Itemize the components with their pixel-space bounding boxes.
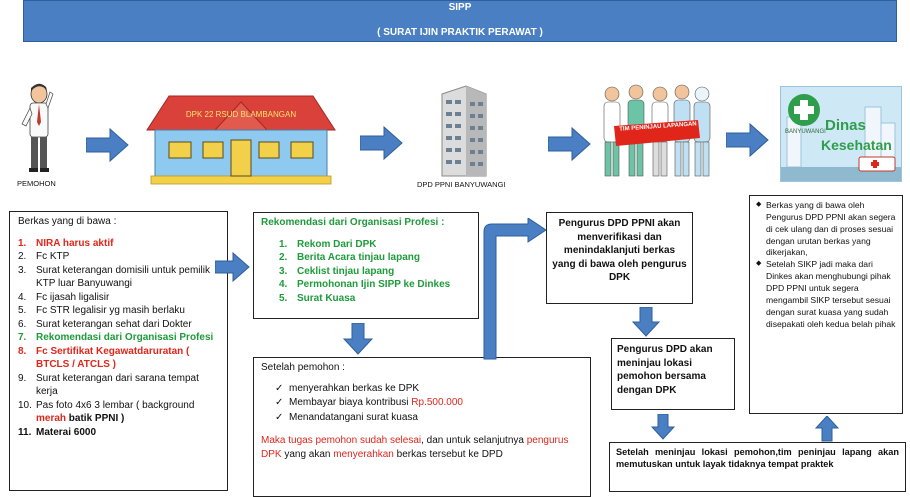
list-item: 2.Fc KTP	[18, 251, 70, 262]
list-item: 4.Fc ijasah ligalisir	[18, 291, 110, 303]
diamond-bullet-icon: ◆	[756, 201, 762, 208]
applicant-completion-text: Maka tugas pemohon sudah selesai, dan un…	[261, 435, 569, 460]
flow-arrow-right	[726, 122, 769, 158]
list-item: ◆Berkas yang di bawa oleh Pengurus DPD P…	[756, 200, 896, 258]
dpk-building-illustration	[146, 95, 336, 185]
decision-box: Setelah meninjau lokasi pemohon,tim peni…	[609, 442, 906, 492]
page-title: SIPP	[448, 2, 472, 13]
list-item: 1.NIRA harus aktif	[18, 237, 114, 249]
flow-arrow-right	[86, 127, 129, 163]
office-building-icon	[441, 85, 487, 177]
verification-box: Pengurus DPD PPNI akan menverifikasi dan…	[546, 212, 693, 304]
list-item: 11.Materai 6000	[18, 426, 97, 438]
list-item: 3.Ceklist tinjau lapang	[279, 265, 395, 277]
list-item: 10.Pas foto 4x6 3 lembar ( background me…	[18, 399, 195, 425]
flow-arrow-up	[815, 416, 839, 442]
list-item: 6.Surat keterangan sehat dari Dokter	[18, 318, 192, 330]
diamond-bullet-icon: ◆	[756, 260, 762, 268]
applicant-checklist: ✓menyerahkan berkas ke DPK ✓Membayar bia…	[261, 382, 583, 425]
required-documents-list: 1.NIRA harus aktif 2.Fc KTP 3.Surat kete…	[18, 237, 219, 440]
list-item: 5.Surat Kuasa	[279, 292, 356, 304]
checkmark-icon: ✓	[275, 382, 284, 394]
flow-arrow-down	[343, 323, 373, 355]
dinkes-title-line1: Dinas	[825, 117, 866, 134]
dpk-building-sign: DPK 22 RSUD BLAMBANGAN	[185, 110, 297, 119]
flow-arrow-down	[651, 414, 675, 440]
list-item: 3.Surat keterangan domisili untuk pemili…	[18, 264, 210, 290]
checklist-item: ✓menyerahkan berkas ke DPK	[275, 382, 420, 394]
site-visit-box: Pengurus DPD akan meninjau lokasi pemoho…	[611, 338, 735, 410]
checkmark-icon: ✓	[275, 397, 284, 408]
flow-arrow-right	[215, 252, 250, 282]
checklist-item: ✓Membayar biaya kontribusi Rp.500.000	[275, 397, 463, 408]
list-item: ◆Setelah SIKP jadi maka dari Dinkes akan…	[756, 259, 896, 329]
dpd-caption: DPD PPNI BANYUWANGI	[417, 180, 506, 189]
list-item: 2.Berita Acara tinjau lapang	[279, 252, 420, 263]
list-item: 7.Rekomendasi dari Organisasi Profesi	[18, 332, 214, 343]
list-item: 1.Rekom Dari DPK	[279, 238, 377, 250]
flow-arrow-right	[548, 126, 591, 162]
flow-arrow-right	[360, 125, 403, 161]
list-item: 9.Surat keterangan dari sarana tempat ke…	[18, 372, 199, 398]
recommendation-list: 1.Rekom Dari DPK 2.Berita Acara tinjau l…	[261, 238, 471, 306]
list-item: 4.Permohonan Ijin SIPP ke Dinkes	[279, 279, 451, 290]
applicant-caption: PEMOHON	[17, 179, 56, 188]
sikp-process-box: ◆Berkas yang di bawa oleh Pengurus DPD P…	[749, 195, 903, 414]
checkmark-icon: ✓	[275, 411, 284, 423]
sikp-process-list: ◆Berkas yang di bawa oleh Pengurus DPD P…	[756, 200, 896, 330]
flow-arrow-down	[632, 307, 660, 337]
required-documents-box: Berkas yang di bawa : 1.NIRA harus aktif…	[9, 211, 228, 491]
health-office-illustration: BANYUWANGI Dinas Kesehatan	[780, 86, 902, 182]
recommendation-heading: Rekomendasi dari Organisasi Profesi :	[261, 217, 445, 228]
page-subtitle: ( SURAT IJIN PRAKTIK PERAWAT )	[377, 27, 543, 38]
city-skyline-icon	[781, 106, 901, 181]
required-documents-heading: Berkas yang di bawa :	[18, 216, 117, 227]
list-item: 5.Fc STR legalisir yg masih berlaku	[18, 305, 185, 316]
dinkes-title-line2: Kesehatan	[821, 137, 892, 153]
after-applicant-box: Setelah pemohon : ✓menyerahkan berkas ke…	[253, 357, 591, 497]
health-logo-icon	[788, 94, 820, 126]
checklist-item: ✓Menandatangani surat kuasa	[275, 411, 418, 423]
review-team-illustration	[603, 84, 711, 177]
recommendation-box: Rekomendasi dari Organisasi Profesi : 1.…	[253, 212, 479, 319]
health-logo-caption: BANYUWANGI	[785, 129, 826, 135]
applicant-illustration	[21, 83, 54, 172]
flow-arrow-elbow	[483, 218, 547, 360]
list-item: 8.Fc Sertifikat Kegawatdaruratan ( BTCLS…	[18, 345, 190, 371]
after-applicant-heading: Setelah pemohon :	[261, 362, 345, 373]
title-banner: SIPP ( SURAT IJIN PRAKTIK PERAWAT )	[23, 0, 897, 42]
